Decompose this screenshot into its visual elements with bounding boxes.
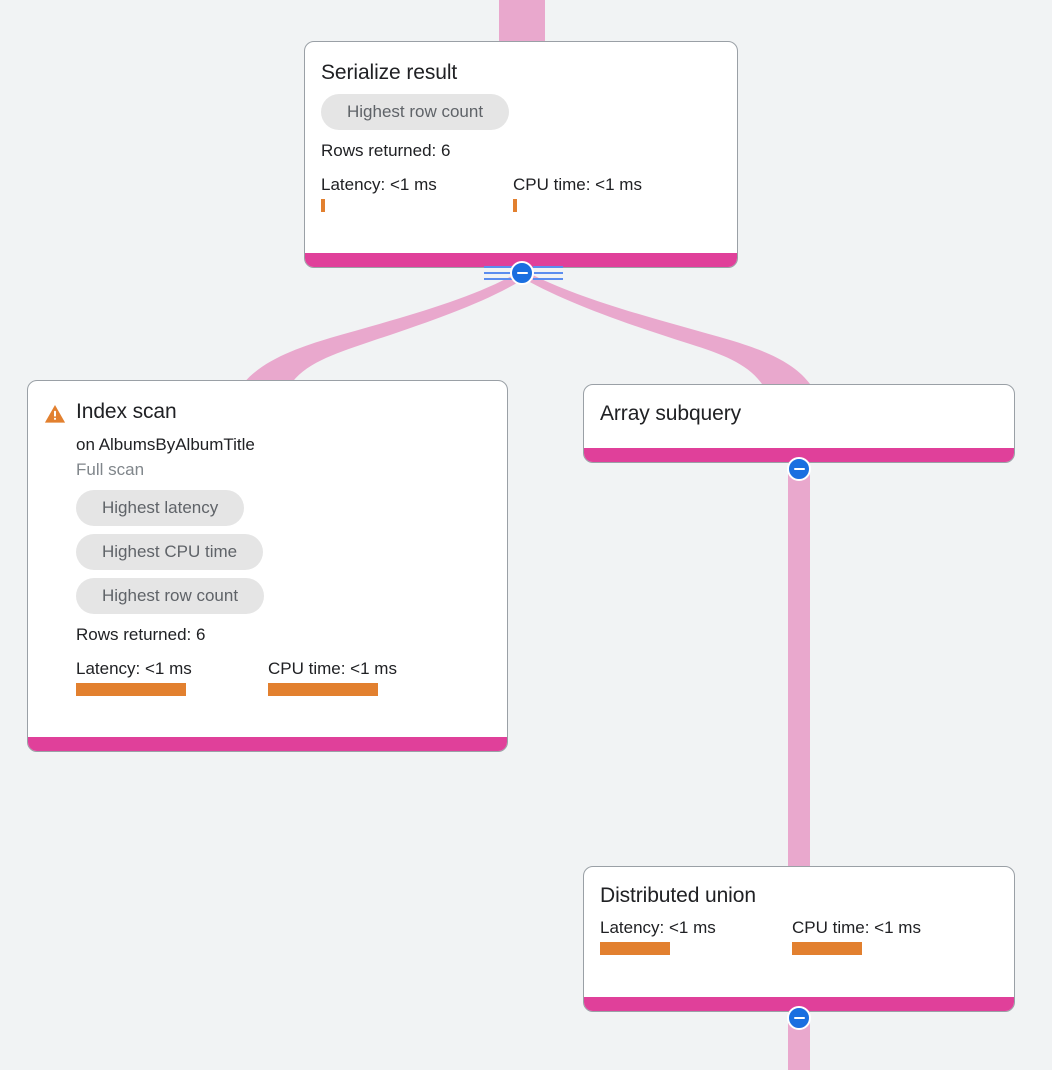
node-footer-bar	[584, 448, 1014, 462]
node-footer-bar	[584, 997, 1014, 1011]
edge-serialize-to-index-scan	[243, 272, 528, 384]
badge-highest-row-count: Highest row count	[321, 94, 510, 130]
node-index-scan[interactable]: Index scan on AlbumsByAlbumTitle Full sc…	[27, 380, 508, 752]
node-array-subquery[interactable]: Array subquery	[583, 384, 1015, 463]
metrics-row: Latency: <1 ms CPU time: <1 ms	[600, 917, 998, 955]
metric-latency-bar	[76, 683, 186, 696]
metric-cpu-time: CPU time: <1 ms	[268, 658, 397, 696]
node-body: Array subquery	[584, 385, 1014, 448]
metrics-row: Latency: <1 ms CPU time: <1 ms	[321, 174, 721, 212]
metric-latency: Latency: <1 ms	[76, 658, 268, 696]
metric-latency-label: Latency: <1 ms	[600, 918, 716, 937]
edge-array-subquery-to-distributed-union	[788, 463, 810, 875]
badge-highest-cpu-time: Highest CPU time	[76, 534, 264, 570]
metric-latency-bar	[600, 942, 670, 955]
toggle-serialize-result[interactable]	[510, 261, 534, 285]
node-title-row: Serialize result	[321, 60, 721, 86]
metric-cpu-time-bar	[268, 683, 378, 696]
toggle-distributed-union[interactable]	[787, 1006, 811, 1030]
warning-triangle-icon	[44, 405, 66, 423]
node-scan-type: Full scan	[76, 460, 145, 479]
metric-cpu-time-bar	[513, 199, 517, 212]
badge-list: Highest row count	[321, 94, 721, 130]
metric-latency: Latency: <1 ms	[321, 174, 513, 212]
node-title-row: Index scan	[44, 399, 491, 425]
rows-returned-label: Rows returned: 6	[321, 141, 451, 160]
badge-highest-row-count: Highest row count	[76, 578, 265, 614]
node-body: Distributed union Latency: <1 ms CPU tim…	[584, 867, 1014, 997]
node-serialize-result[interactable]: Serialize result Highest row count Rows …	[304, 41, 738, 268]
badge-list: Highest latency Highest CPU time Highest…	[76, 490, 491, 614]
node-title-row: Distributed union	[600, 883, 998, 909]
rows-returned-label: Rows returned: 6	[76, 625, 206, 644]
toggle-wings-left	[484, 266, 514, 280]
node-title: Serialize result	[321, 61, 458, 84]
metric-cpu-time-bar	[792, 942, 862, 955]
metric-cpu-time-label: CPU time: <1 ms	[513, 175, 642, 194]
node-title-row: Array subquery	[600, 401, 998, 427]
toggle-wings-right	[533, 266, 563, 280]
node-title: Index scan	[76, 400, 177, 423]
metric-cpu-time-label: CPU time: <1 ms	[792, 918, 921, 937]
node-title: Array subquery	[600, 402, 741, 425]
node-subtitle: on AlbumsByAlbumTitle	[76, 435, 255, 454]
edge-serialize-to-array-subquery	[519, 272, 810, 384]
node-distributed-union[interactable]: Distributed union Latency: <1 ms CPU tim…	[583, 866, 1015, 1012]
metrics-row: Latency: <1 ms CPU time: <1 ms	[76, 658, 491, 696]
node-body: Index scan on AlbumsByAlbumTitle Full sc…	[28, 381, 507, 737]
metric-latency: Latency: <1 ms	[600, 917, 792, 955]
metric-latency-label: Latency: <1 ms	[76, 659, 192, 678]
node-body: Serialize result Highest row count Rows …	[305, 42, 737, 253]
metric-latency-label: Latency: <1 ms	[321, 175, 437, 194]
badge-highest-latency: Highest latency	[76, 490, 245, 526]
metric-cpu-time-label: CPU time: <1 ms	[268, 659, 397, 678]
node-footer-bar	[28, 737, 507, 751]
edge-incoming-serialize	[499, 0, 545, 44]
toggle-array-subquery[interactable]	[787, 457, 811, 481]
node-footer-bar	[305, 253, 737, 267]
node-title: Distributed union	[600, 884, 756, 907]
metric-cpu-time: CPU time: <1 ms	[513, 174, 642, 212]
metric-cpu-time: CPU time: <1 ms	[792, 917, 921, 955]
metric-latency-bar	[321, 199, 325, 212]
